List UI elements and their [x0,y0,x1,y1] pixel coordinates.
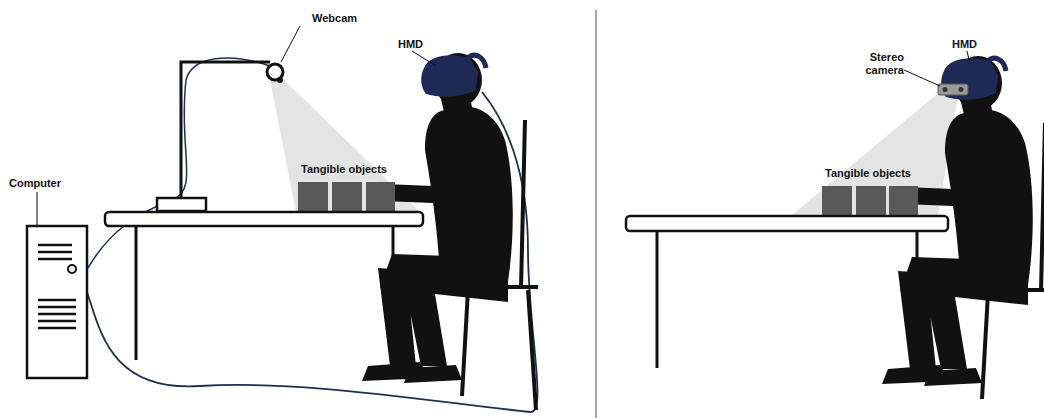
leader-line [281,26,300,62]
hmd-strap [988,58,1006,71]
tangible-object [298,182,328,212]
webcam-base [157,198,206,211]
leader-line [967,51,970,64]
tangible-object [856,186,886,216]
camera-lens [959,87,964,92]
part-label: Stereo camera [846,51,904,77]
stereo-camera [938,84,968,95]
part-label: Tangible objects [301,163,387,176]
leader-line [37,192,38,226]
tangible-object [889,186,918,216]
part-label: HMD [952,38,977,51]
tangible-object [332,182,362,212]
part-label: Webcam [312,12,357,25]
part-label: HMD [398,38,423,51]
computer [27,226,87,378]
cable [88,58,270,268]
person-silhouette [362,53,538,410]
tangible-object [822,186,852,216]
tangible-object [366,182,395,212]
table-top [105,212,423,226]
camera-lens [943,87,948,92]
part-label: Tangible objects [825,167,911,180]
hmd-strap [468,55,486,68]
webcam-stand [181,62,270,198]
hmd [421,55,478,96]
part-label: Computer [9,177,61,190]
table-top [626,216,948,231]
person-silhouette [882,56,1044,413]
leader-line [412,51,436,66]
computer-detail [38,245,76,328]
leader-line [904,70,940,86]
table-leg [657,231,917,368]
webcam-lens [277,77,283,83]
computer-button [68,265,76,273]
table-leg [136,226,393,360]
divider [595,10,597,418]
